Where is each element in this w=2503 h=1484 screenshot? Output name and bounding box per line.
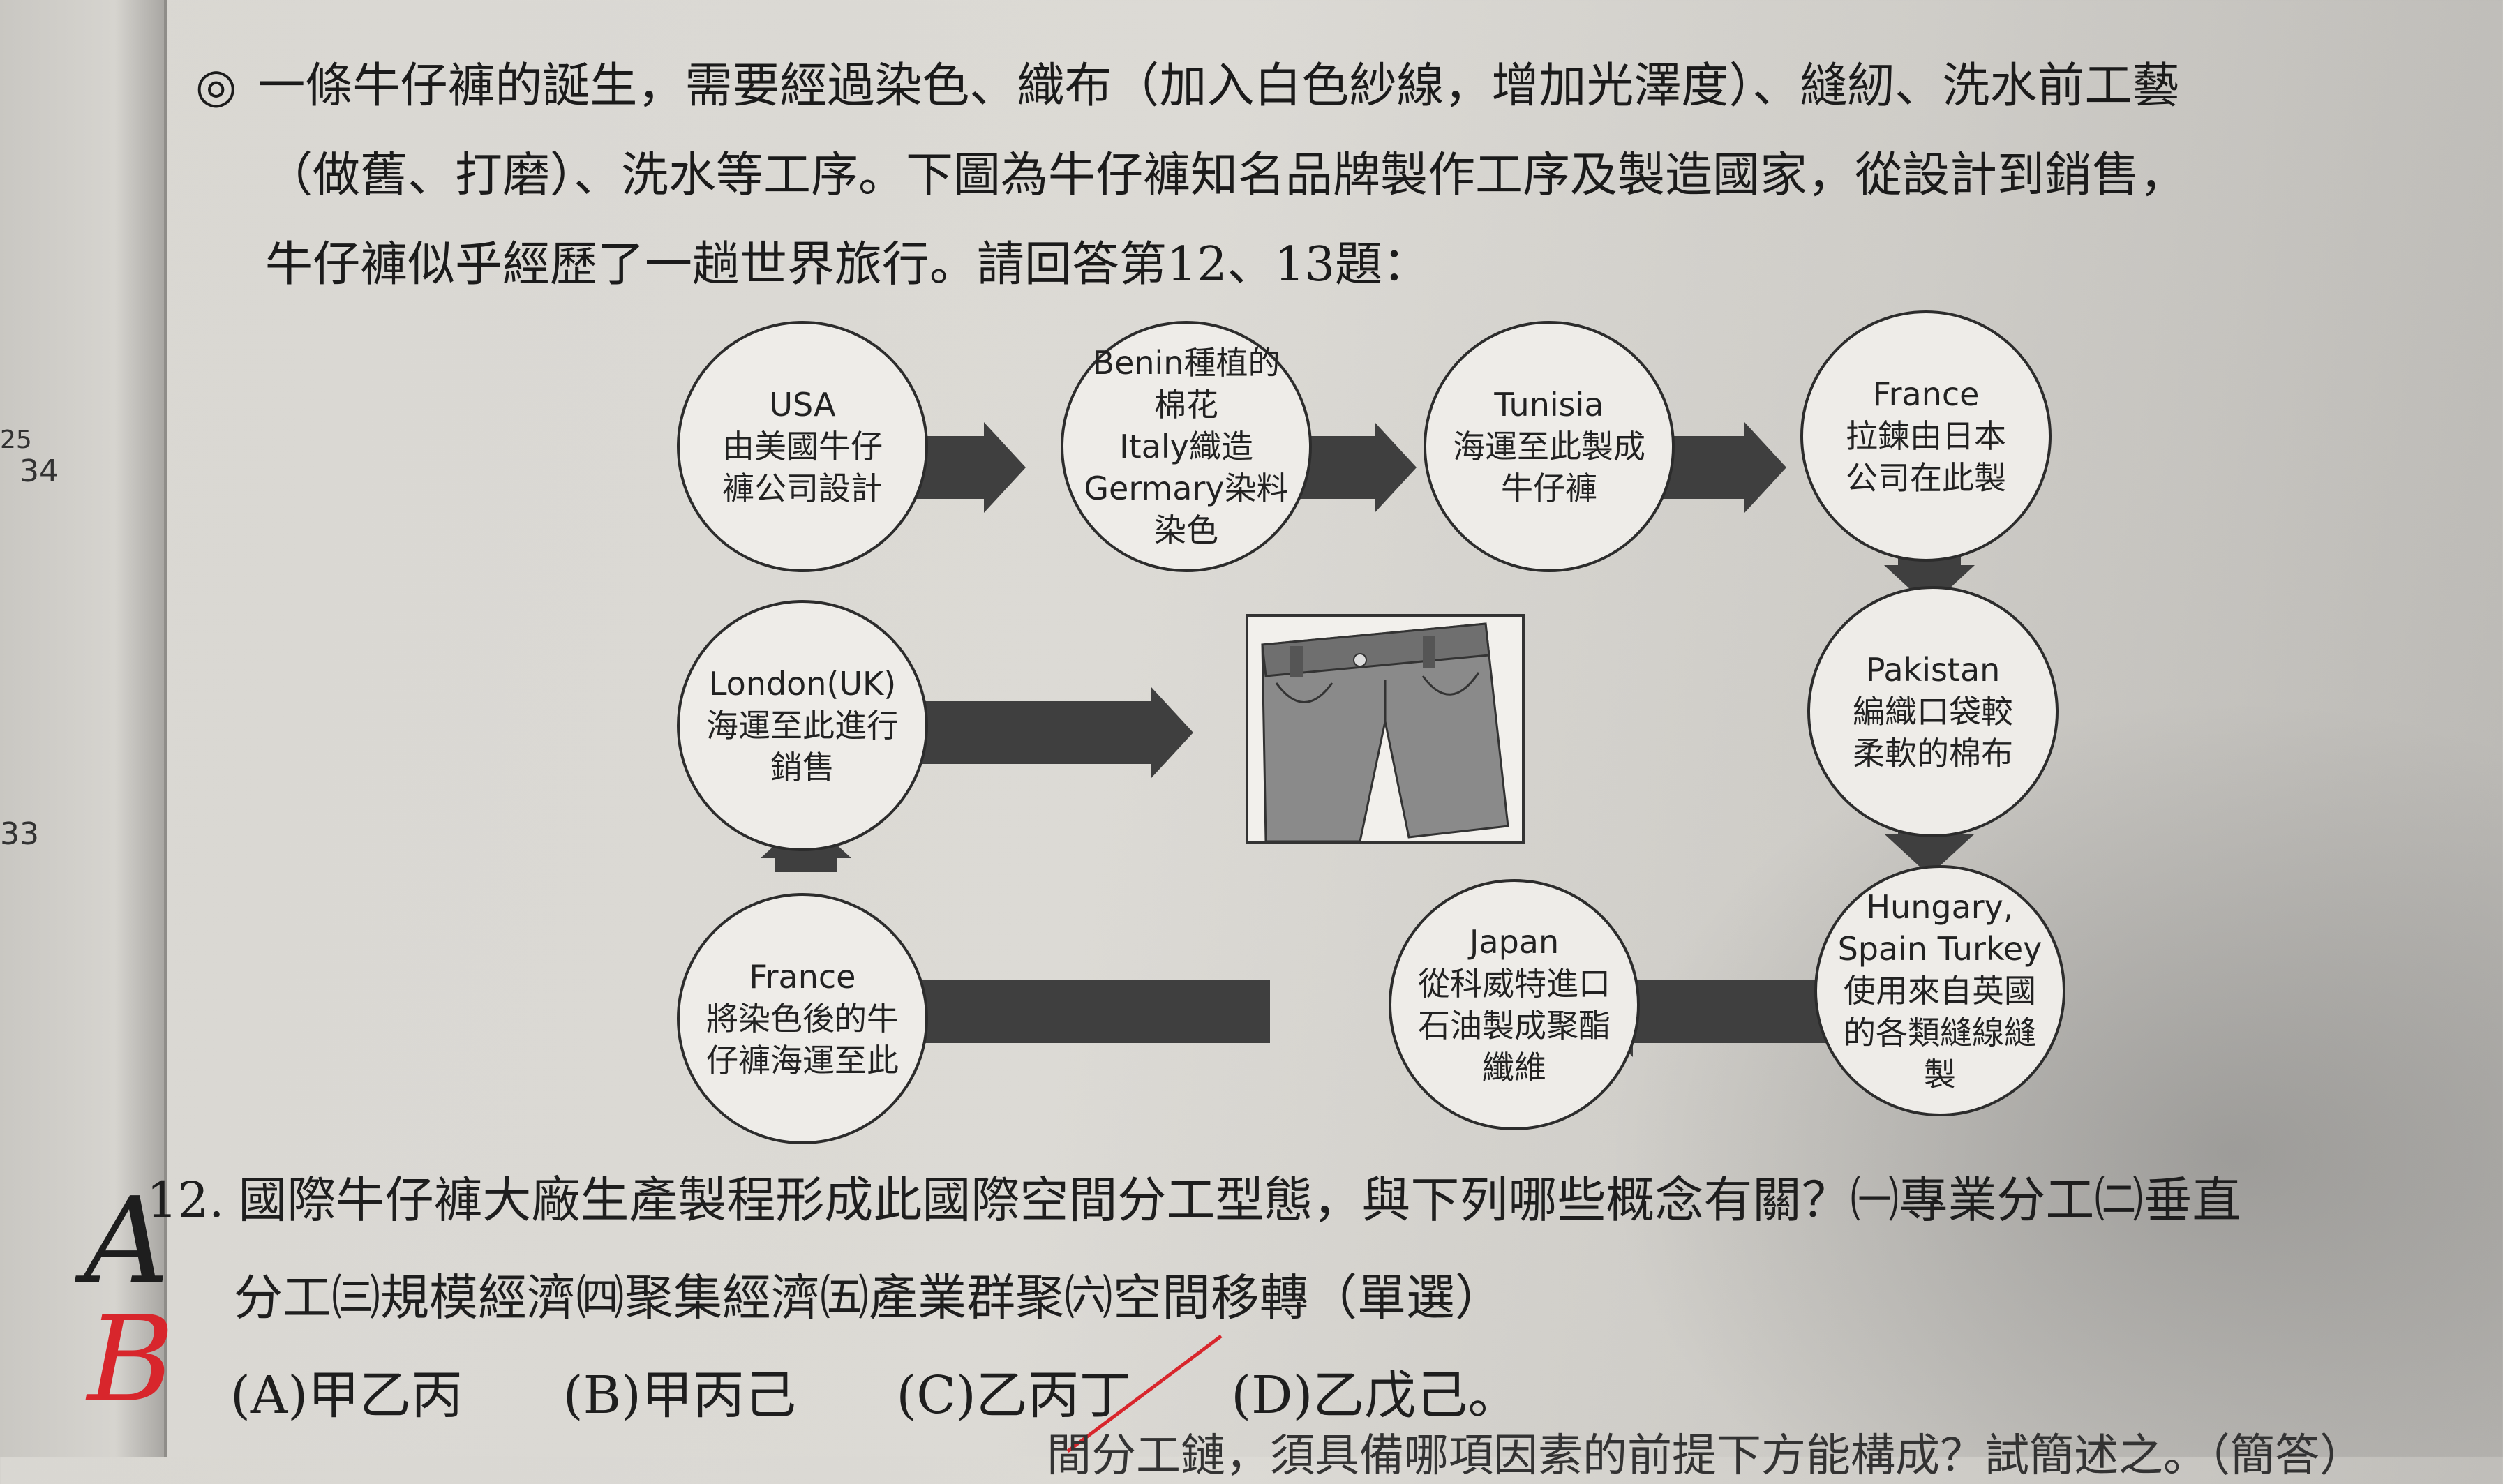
option-a: (A)甲乙丙 xyxy=(230,1365,463,1425)
jeans-illustration xyxy=(1246,614,1525,844)
intro-line-3: 牛仔褲似乎經歷了一趟世界旅行。請回答第12、13題： xyxy=(265,237,1430,292)
answer-options: (A)甲乙丙 (B)甲丙己 (C)乙丙丁 (D)乙戊己。 xyxy=(230,1354,1603,1428)
margin-number: 33 xyxy=(0,816,39,852)
margin-number: 34 xyxy=(20,454,59,489)
intro-paragraph: ◎一條牛仔褲的誕生，需要經過染色、織布（加入白色紗線，增加光澤度）、縫紉、洗水前… xyxy=(195,42,2442,310)
double-circle-icon: ◎ xyxy=(195,59,237,114)
question-12-line-1: 12.國際牛仔褲大廠生產製程形成此國際空間分工型態，與下列哪些概念有關？㈠專業分… xyxy=(147,1171,2241,1229)
node-london-uk: London(UK)海運至此進行銷售 xyxy=(677,600,928,851)
flow-arrow-left xyxy=(851,966,1270,1057)
left-page-edge: 25 34 33 xyxy=(0,0,167,1457)
question-13-partial: 間分工鏈，須具備哪項因素的前提下方能構成？試簡述之。（簡答） xyxy=(1047,1430,2364,1482)
question-12: 12.國際牛仔褲大廠生產製程形成此國際空間分工型態，與下列哪些概念有關？㈠專業分… xyxy=(84,1151,2491,1347)
flow-arrow-up xyxy=(761,816,851,872)
photo-shadow xyxy=(1605,698,2503,1457)
handwritten-answer-b: B xyxy=(87,1291,174,1429)
intro-line-2: （做舊、打磨）、洗水等工序。下圖為牛仔褲知名品牌製作工序及製造國家，從設計到銷售… xyxy=(265,148,2188,203)
handwritten-answer-a: A xyxy=(84,1172,170,1310)
jeans-icon xyxy=(1248,617,1522,843)
option-c: (C)乙丙丁 xyxy=(896,1365,1131,1425)
question-12-line-2: 分工㈢規模經濟㈣聚集經濟㈤產業群聚㈥空間移轉（單選） xyxy=(234,1269,1504,1326)
question-number: 12. xyxy=(147,1171,225,1229)
intro-line-1: ◎一條牛仔褲的誕生，需要經過染色、織布（加入白色紗線，增加光澤度）、縫紉、洗水前… xyxy=(195,59,2180,114)
margin-number: 25 xyxy=(0,426,32,454)
option-d: (D)乙戊己。 xyxy=(1231,1365,1520,1425)
option-b: (B)甲丙己 xyxy=(562,1365,796,1425)
red-pen-stroke xyxy=(1066,1335,1223,1453)
